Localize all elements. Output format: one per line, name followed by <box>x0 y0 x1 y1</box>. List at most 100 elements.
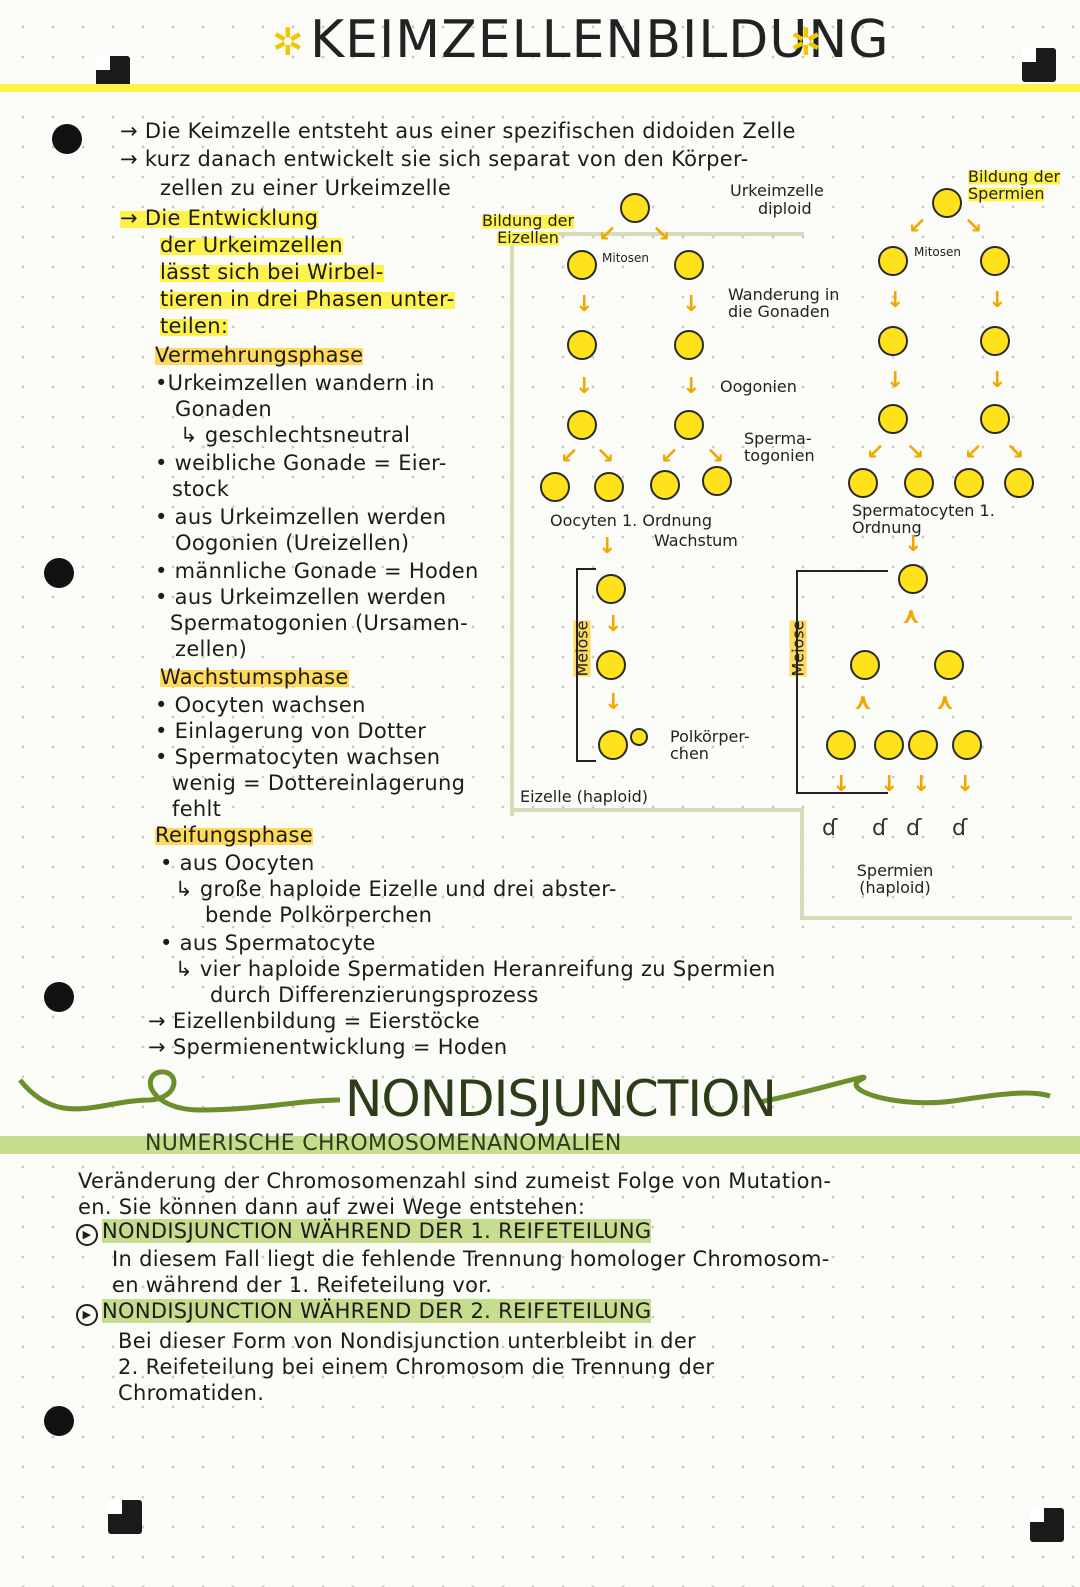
item1-text-line: In diesem Fall liegt die fehlende Trennu… <box>112 1247 830 1271</box>
phase1-line: Spermatogonien (Ursamen- <box>170 611 468 635</box>
binder-hole <box>44 558 74 588</box>
arrow-icon: ↓ <box>682 374 701 399</box>
arrow-icon: ↙ <box>964 440 983 465</box>
item2-text-line: Bei dieser Form von Nondisjunction unter… <box>118 1329 696 1353</box>
arrow-icon: ↙ <box>598 222 617 247</box>
arrow-icon: ↘ <box>1006 440 1025 465</box>
cell-oogonium <box>674 410 704 440</box>
cell-spermatocyte <box>954 468 984 498</box>
sperm-cell-icon: ɗ <box>952 816 968 841</box>
arrow-icon: ↓ <box>904 532 923 557</box>
sparkle-icon: ✲ <box>790 20 822 64</box>
phase1-heading: Vermehrungsphase <box>155 343 364 367</box>
subtitle-highlight <box>0 1136 1080 1154</box>
phase1-line: •Urkeimzellen wandern in <box>155 371 435 395</box>
arrow-icon: ↘ <box>596 444 615 469</box>
label-bildung-spermien: Bildung der Spermien <box>968 167 1061 203</box>
arrow-icon: ↙ <box>866 440 885 465</box>
cell-spermatogonium <box>980 326 1010 356</box>
label-polkoerperchen: Polkörper-chen <box>670 727 750 763</box>
phase3-line: durch Differenzierungsprozess <box>210 983 539 1007</box>
phase1-line: zellen) <box>175 637 248 661</box>
intro-line-3: zellen zu einer Urkeimzelle <box>160 176 452 200</box>
phase2-line: • Spermatocyten wachsen <box>155 745 441 769</box>
section2-intro-line: en. Sie können dann auf zwei Wege entste… <box>78 1195 586 1219</box>
phase1-line: stock <box>172 477 230 501</box>
intro-line-2: → kurz danach entwickelt sie sich separa… <box>120 147 749 171</box>
arrow-icon: ↓ <box>832 772 851 797</box>
cell-spermatide <box>908 730 938 760</box>
arrow-icon: ↓ <box>880 772 899 797</box>
label-diploid: diploid <box>758 199 812 218</box>
arrow-icon: ↘ <box>964 214 983 239</box>
label-mitosen-right: Mitosen <box>914 245 961 259</box>
intro-line-1: → Die Keimzelle entsteht aus einer spezi… <box>120 119 796 143</box>
arrow-icon: ↓ <box>575 374 594 399</box>
label-oogonien: Oogonien <box>720 377 797 396</box>
arrow-icon: ↘ <box>906 440 925 465</box>
page-title: KEIMZELLENBILDUNG <box>310 10 890 70</box>
arrow-icon: ↓ <box>886 368 905 393</box>
sperm-cell-icon: ɗ <box>906 816 922 841</box>
cell-oocyte-2 <box>596 650 626 680</box>
item2-text-line: Chromatiden. <box>118 1381 265 1405</box>
phase3-line: • aus Spermatocyte <box>160 931 376 955</box>
arrow-icon: ↓ <box>682 292 701 317</box>
phase3-line: ↳ vier haploide Spermatiden Heranreifung… <box>175 957 776 981</box>
arrow-icon: ⋏ <box>854 690 872 715</box>
phase1-line: • weibliche Gonade = Eier- <box>155 451 447 475</box>
phase2-line: • Einlagerung von Dotter <box>155 719 427 743</box>
cell-spermatocyte <box>848 468 878 498</box>
label-eizelle: Eizelle (haploid) <box>520 787 649 806</box>
cell-eizelle <box>598 730 628 760</box>
label-spermatocyten: Spermatocyten 1. Ordnung <box>852 501 995 537</box>
cell-spermatocyte <box>1004 468 1034 498</box>
cell-spermatocyte-2 <box>850 650 880 680</box>
cell-spermatocyte-2 <box>934 650 964 680</box>
item2-text-line: 2. Reifeteilung bei einem Chromosom die … <box>118 1355 715 1379</box>
phase2-heading: Wachstumsphase <box>160 665 349 689</box>
cell-oogonium <box>567 330 597 360</box>
arrow-icon: ⋏ <box>936 690 954 715</box>
corner-mark-top-right <box>1022 48 1056 82</box>
label-spermatogonien: Sperma-togonien <box>744 429 815 465</box>
corner-mark-bottom-left <box>108 1500 142 1534</box>
label-oocyten: Oocyten 1. Ordnung <box>550 511 712 530</box>
cell-oogonium <box>567 250 597 280</box>
arrow-icon: ↓ <box>598 534 617 559</box>
development-line-4: tieren in drei Phasen unter- <box>160 287 455 311</box>
diagram-frame <box>510 232 804 816</box>
phase3-line: bende Polkörperchen <box>205 903 433 927</box>
cell-spermatide <box>874 730 904 760</box>
cell-spermatogonium <box>980 404 1010 434</box>
arrow-icon: ↓ <box>575 292 594 317</box>
arrow-icon: ↙ <box>908 214 927 239</box>
phase1-line: ↳ geschlechtsneutral <box>180 423 411 447</box>
phase1-line: Gonaden <box>175 397 272 421</box>
arrow-icon: ↓ <box>988 288 1007 313</box>
diagram-frame-line <box>510 808 800 812</box>
cell-spermatogonium <box>878 404 908 434</box>
arrow-icon: ↓ <box>604 612 623 637</box>
phase3-line: → Eizellenbildung = Eierstöcke <box>148 1009 480 1033</box>
cell-spermatide <box>952 730 982 760</box>
cell-polkoerperchen <box>630 728 648 746</box>
cell-spermatocyte-1 <box>898 564 928 594</box>
play-circle-icon: ▶ <box>76 1304 98 1326</box>
cell-oogonium <box>674 250 704 280</box>
cell-oogonium <box>567 410 597 440</box>
cell-spermatocyte <box>904 468 934 498</box>
cell-spermatogonium <box>980 246 1010 276</box>
meiose-bracket-right <box>796 570 888 794</box>
label-mitosen-left: Mitosen <box>602 251 649 265</box>
phase1-line: Oogonien (Ureizellen) <box>175 531 410 555</box>
phase1-line: • männliche Gonade = Hoden <box>155 559 479 583</box>
phase3-line: • aus Oocyten <box>160 851 315 875</box>
binder-hole <box>44 982 74 1012</box>
binder-hole <box>44 1406 74 1436</box>
label-spermien: Spermien (haploid) <box>856 861 934 897</box>
development-line-3: lässt sich bei Wirbel- <box>160 260 384 284</box>
decorative-vine <box>18 1069 1051 1113</box>
diagram-frame-line <box>800 808 804 920</box>
